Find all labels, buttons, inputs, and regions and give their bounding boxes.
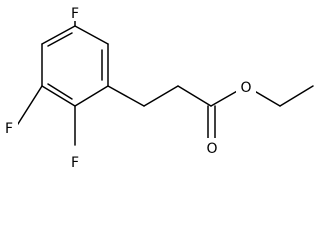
ethyl-bond (279, 85, 314, 107)
chain-bond (177, 85, 212, 107)
ring-double-bond (47, 83, 73, 100)
atom-labels: F F F O O (0, 3, 256, 171)
chain-bond (107, 85, 145, 107)
ring-double-bond (47, 32, 73, 47)
carbonyl-oxygen-label: O (206, 141, 217, 157)
ring-bond (74, 25, 109, 45)
bond-c-f-left (15, 85, 43, 128)
fluorine-label-left: F (5, 121, 13, 137)
fluorine-label-top: F (71, 6, 79, 22)
ester-oxygen-label: O (240, 80, 251, 96)
ring-bond (41, 25, 76, 45)
chemical-structure: F F F O O (0, 3, 314, 171)
bonds (15, 13, 314, 147)
chain-bond (143, 85, 179, 107)
ring-bond (74, 85, 109, 107)
fluorine-label-bottom: F (71, 155, 79, 171)
ring-bond (41, 85, 76, 107)
